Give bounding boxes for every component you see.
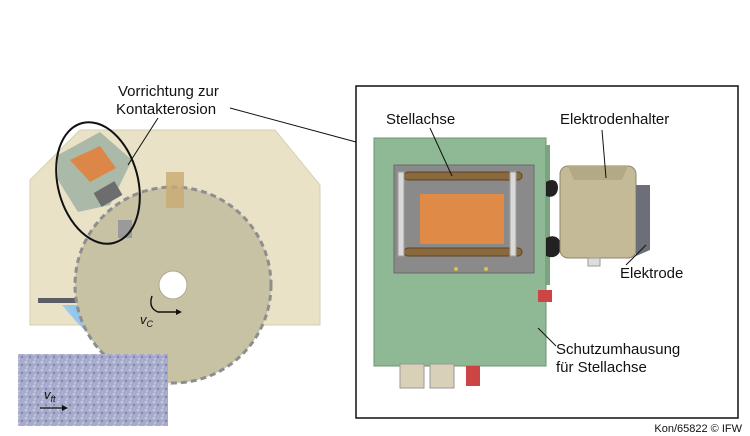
wheel-bore [158,270,188,300]
label-housing-line1: Schutzumhausung [556,341,680,358]
velocity-vft-label: vft [44,387,56,404]
label-holder: Elektrodenhalter [560,111,669,128]
device-highlight-ellipse [55,121,141,245]
label-electrode: Elektrode [620,265,683,282]
velocity-vc-arrow [150,295,182,315]
leader-housing [537,327,557,347]
adjustment-axis [393,164,535,274]
cable-connectors [399,290,552,389]
label-housing-line2: für Stellachse [556,359,647,376]
workpiece-surface [18,354,168,426]
electrode [587,185,650,267]
label-axis: Stellachse [386,111,455,128]
leader-device [127,117,159,166]
velocity-vc-label: vC [140,312,154,329]
label-device-line1: Vorrichtung zur [118,83,219,100]
velocity-vft-arrow [40,405,68,411]
coolant-nozzle [166,172,184,208]
leader-device-to-detail [229,107,357,143]
leader-axis [429,127,453,177]
electrode-holder [546,165,637,259]
leader-holder [601,129,607,179]
leader-electrode [625,244,647,266]
grinding-wheel [73,185,273,385]
contact-erosion-device [55,121,141,245]
label-device-line2: Kontakterosion [116,101,216,118]
credit: Kon/65822 © IFW [654,423,742,435]
axis-orange-pad [420,194,504,244]
